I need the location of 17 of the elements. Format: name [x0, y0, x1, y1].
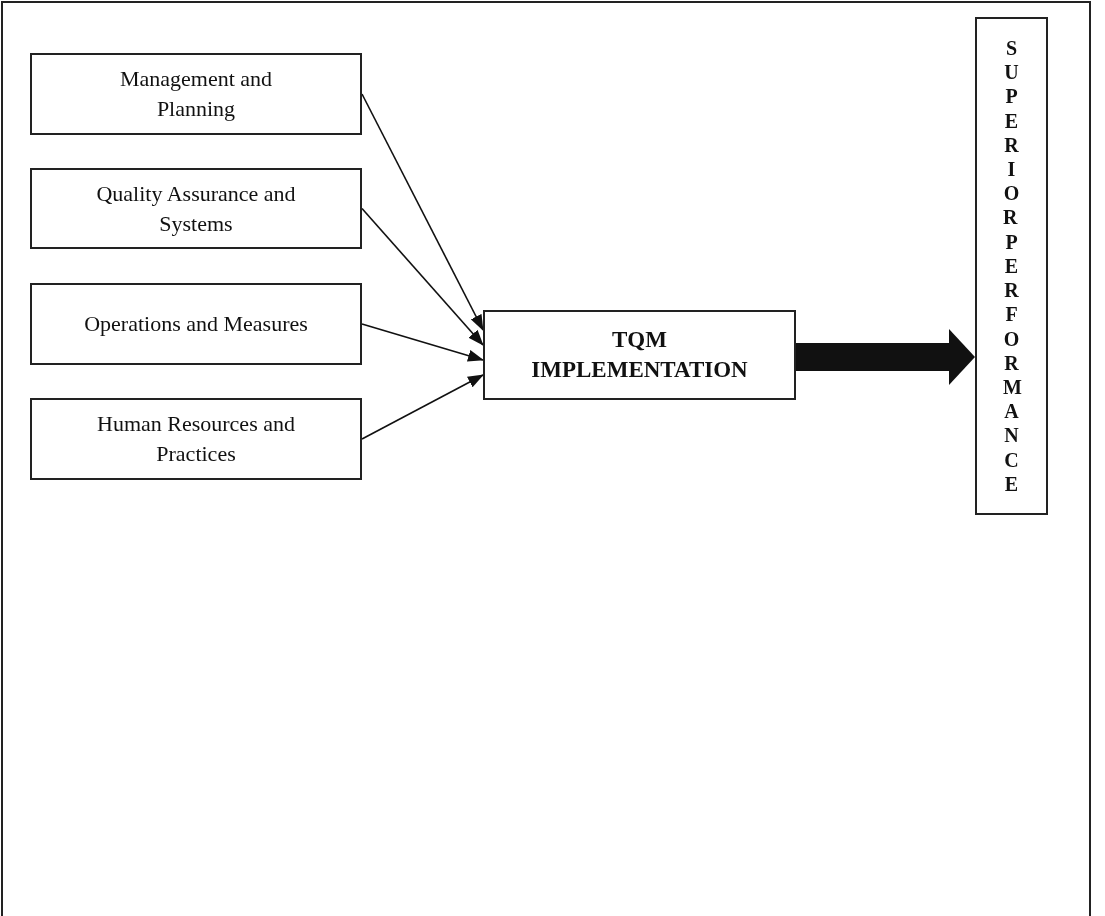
arrow: [361, 93, 484, 331]
arrow: [361, 323, 484, 362]
process-box: [975, 17, 1048, 515]
arrow: [361, 374, 484, 440]
box-label: Management and Planning: [118, 65, 274, 123]
process-box: [30, 398, 362, 480]
box-label: SUPERIOR PERFORMANCE: [1002, 36, 1029, 496]
box-label: Quality Assurance and Systems: [95, 179, 297, 238]
process-box: [30, 168, 362, 249]
process-box: [30, 53, 362, 135]
arrow: [361, 207, 484, 346]
process-box: [30, 283, 362, 365]
box-label: TQM IMPLEMENTATION: [530, 326, 749, 384]
box-label: Operations and Measures: [84, 310, 308, 338]
box-label: Human Resources and Practices: [96, 410, 296, 468]
process-box: [483, 310, 796, 400]
block-arrow: [796, 329, 975, 385]
